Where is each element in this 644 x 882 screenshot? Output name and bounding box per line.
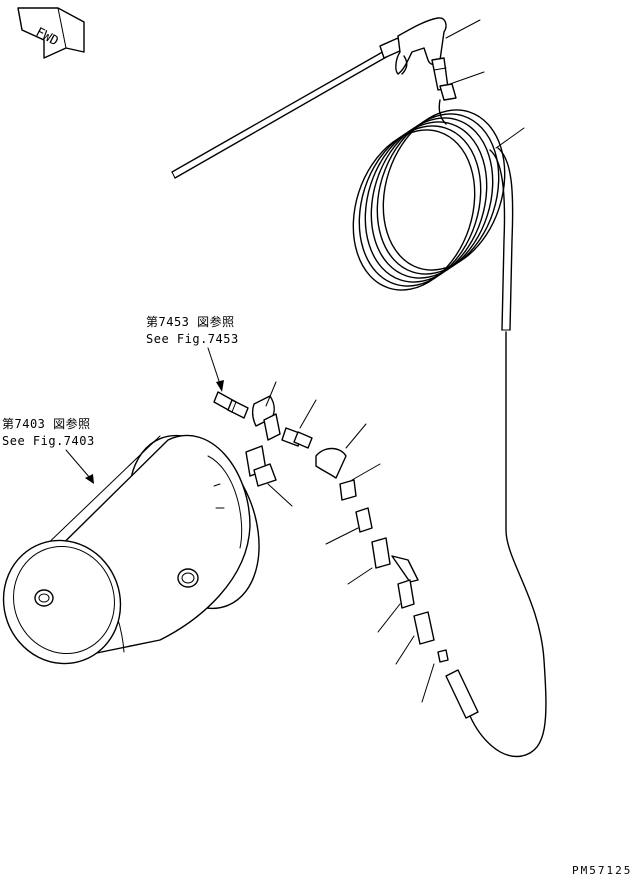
fwd-arrow-icon: FWD	[17, 7, 85, 59]
hose-elbow	[315, 423, 367, 479]
leader-line	[449, 71, 485, 85]
blow-gun	[171, 17, 449, 179]
hose-end	[445, 669, 479, 719]
reducer-bushing	[339, 463, 381, 501]
ref-en-7453: See Fig.7453	[146, 332, 239, 346]
elbow-fitting	[245, 445, 293, 507]
ref-arrow-7403	[65, 449, 94, 484]
ref-arrow-7453	[207, 347, 224, 392]
leader-line	[495, 127, 525, 149]
nipple-fitting	[281, 399, 317, 449]
hex-nipple	[377, 579, 415, 633]
air-tank	[2, 434, 260, 665]
hose-run	[469, 331, 547, 758]
check-valve-fitting	[213, 391, 249, 419]
hose-clamp	[421, 649, 449, 703]
ref-jp-7453: 第7453 図参照	[146, 315, 235, 329]
ref-jp-7403: 第7403 図参照	[2, 417, 91, 431]
quick-coupler	[395, 611, 435, 665]
hose-coupler	[439, 83, 457, 101]
coiled-hose	[352, 99, 514, 331]
ref-en-7403: See Fig.7403	[2, 434, 95, 448]
tee-fitting	[251, 381, 281, 441]
ball-valve	[347, 537, 419, 585]
drawing-number: PM57125	[572, 864, 633, 877]
leader-line	[445, 19, 481, 39]
adapter-fitting	[325, 507, 373, 545]
